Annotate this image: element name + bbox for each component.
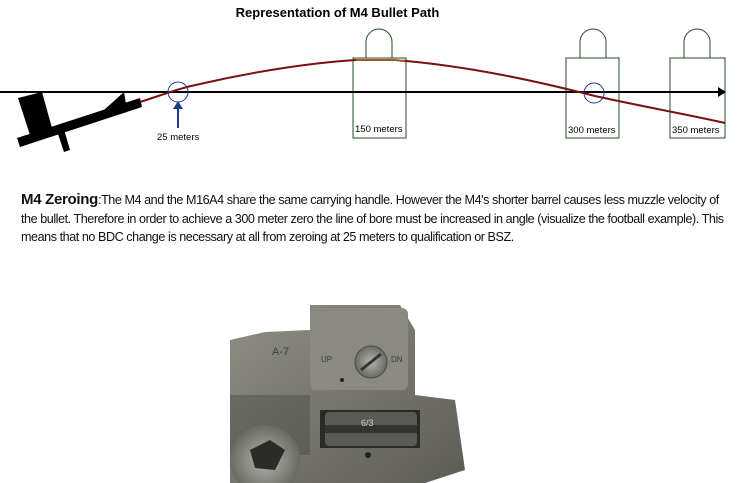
rear-sight-photo: A-7 UP DN 6/3: [230, 305, 465, 483]
target-350m: [669, 28, 726, 139]
target-300m: [565, 28, 620, 139]
label-350m: 350 meters: [672, 125, 720, 136]
arrowhead-icon: [718, 87, 726, 97]
label-300m: 300 meters: [568, 125, 616, 136]
title-text: Representation of M4 Bullet Path: [235, 5, 440, 20]
paragraph-body: :The M4 and the M16A4 share the same car…: [21, 193, 724, 244]
target-150m: [352, 28, 407, 139]
paragraph-heading: M4 Zeroing: [21, 191, 99, 208]
rifle-icon: [17, 92, 142, 152]
label-25m: 25 meters: [157, 132, 199, 143]
bullet-path-diagram: 25 meters 150 meters 300 meters 350 mete…: [0, 28, 726, 152]
drum-marking: 6/3: [361, 418, 374, 428]
label-150m: 150 meters: [355, 124, 403, 135]
arrowhead-up-icon: [173, 101, 183, 109]
sight-dn-label: DN: [391, 355, 403, 364]
zeroing-paragraph: M4 Zeroing:The M4 and the M16A4 share th…: [21, 191, 736, 247]
sight-up-label: UP: [321, 355, 332, 364]
aim-circle-300m: [583, 82, 605, 104]
sight-marking: A-7: [272, 346, 289, 358]
diagram-title: Representation of M4 Bullet Path: [0, 5, 739, 20]
bullet-trajectory: [139, 59, 726, 124]
